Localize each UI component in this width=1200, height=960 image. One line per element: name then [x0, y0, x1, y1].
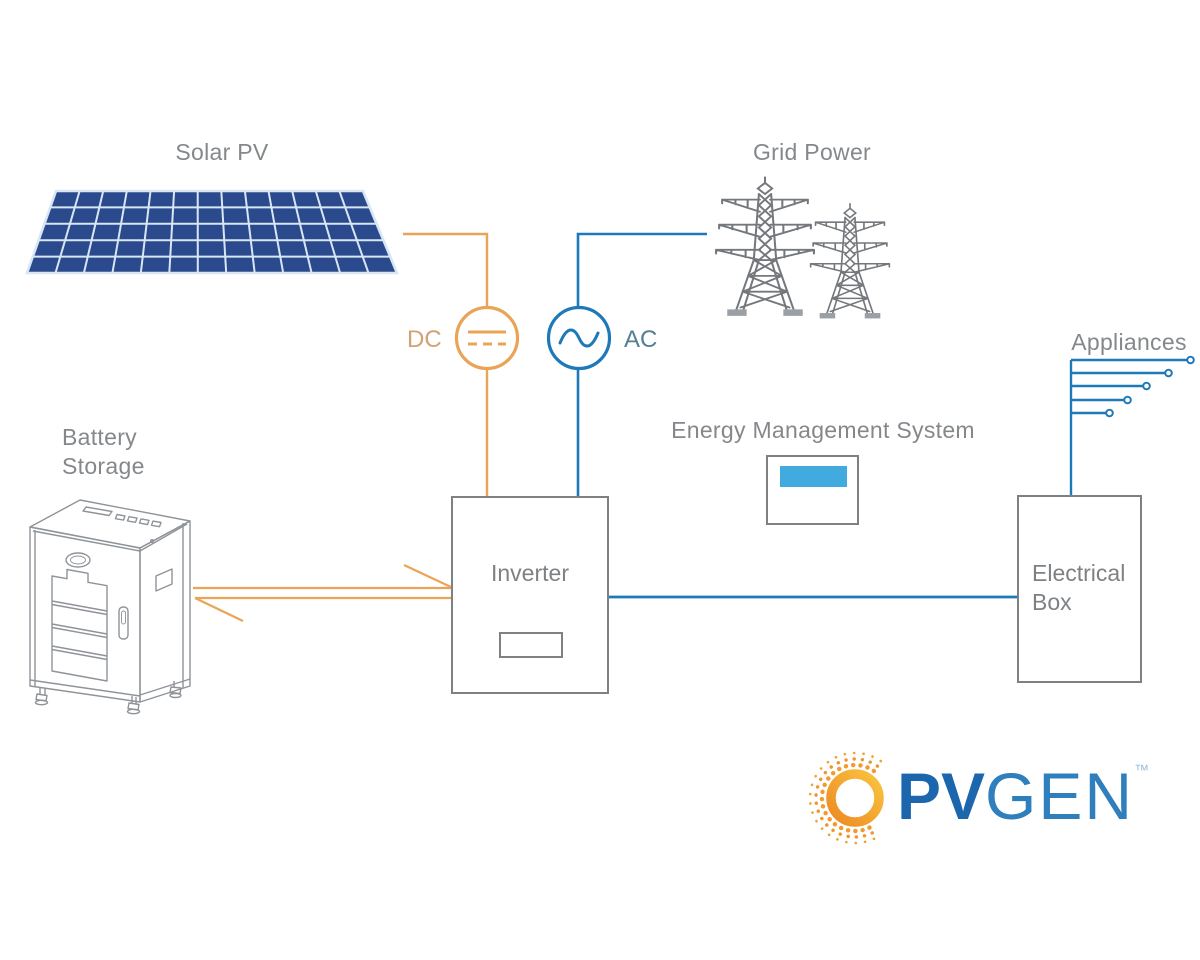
dc-label: DC — [407, 326, 442, 353]
solar-pv-label: Solar PV — [175, 139, 269, 165]
dc-circle-icon — [454, 305, 520, 371]
inverter-display — [499, 632, 563, 658]
appliances-label: Appliances — [1071, 329, 1187, 355]
ems-screen — [780, 466, 847, 487]
tower-small — [809, 202, 891, 320]
solar-panel-icon — [25, 189, 399, 275]
ac-circle-icon — [546, 305, 612, 371]
logo-text-pv: PV — [897, 759, 986, 833]
battery-cabinet-icon — [29, 499, 191, 715]
energy-management-system-box — [766, 455, 859, 525]
inverter-box: Inverter — [451, 496, 609, 694]
logo-wordmark: PVGEN™ — [897, 758, 1149, 834]
grid-power-label: Grid Power — [752, 139, 872, 165]
battery-storage-label-line2: Storage — [62, 453, 145, 479]
ems-label: Energy Management System — [671, 417, 975, 443]
electrical-box-label-line2: Box — [1032, 589, 1072, 615]
logo-trademark: ™ — [1134, 762, 1150, 779]
dc-wire-battery-to-inverter — [193, 564, 454, 622]
grid-towers-icon — [715, 176, 891, 320]
pvgen-logo: PVGEN™ — [805, 750, 1165, 850]
sun-logo-icon — [808, 751, 884, 845]
inverter-label: Inverter — [491, 560, 569, 586]
electrical-box-label-line1: Electrical — [1032, 560, 1126, 586]
dc-wire-solar-to-inverter — [403, 232, 489, 499]
battery-storage-label-line1: Battery — [62, 424, 137, 450]
logo-text-gen: GEN — [985, 759, 1135, 833]
ac-wire-grid-to-inverter — [576, 232, 707, 499]
tower-large — [715, 176, 815, 317]
appliance-outlets-icon — [1069, 355, 1195, 498]
electrical-box: Electrical Box — [1017, 495, 1142, 683]
battery-storage-label: Battery Storage — [62, 423, 145, 481]
ac-label: AC — [624, 326, 658, 353]
electrical-box-label: Electrical Box — [1032, 559, 1125, 617]
